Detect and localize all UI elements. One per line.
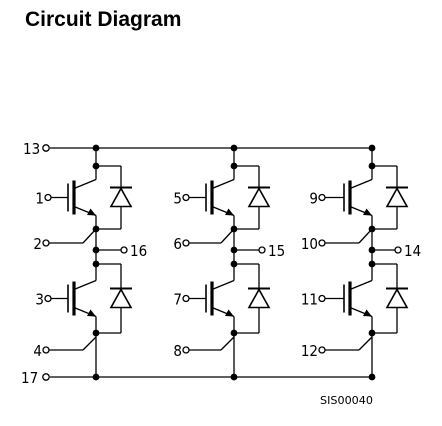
pin-13-terminal bbox=[42, 144, 50, 152]
phase-2-high-diode-triangle bbox=[247, 186, 271, 208]
phase-3-low-diode-triangle bbox=[385, 287, 409, 309]
phase-2-high-collector-diag bbox=[211, 178, 235, 190]
phase-3-low-sense-terminal bbox=[318, 346, 326, 354]
phase-2-high-top-junction bbox=[230, 162, 238, 170]
phase-1-low-sense-label: 4 bbox=[33, 342, 42, 360]
phase-3-sense-label: 10 bbox=[301, 235, 318, 253]
phase-1-low-collector-diag bbox=[73, 279, 97, 291]
phase-3-high-gate-label: 9 bbox=[309, 190, 318, 208]
phase-1-low-sense-terminal bbox=[42, 346, 50, 354]
phase-3-sense-terminal bbox=[318, 239, 326, 247]
phase-2-high-emitter-arrow bbox=[225, 208, 234, 216]
phase-1-low-gate-label: 3 bbox=[35, 291, 44, 309]
phase-3-output-label: 14 bbox=[404, 242, 421, 260]
phase-3-high-top-junction bbox=[368, 162, 376, 170]
phase-2-low-collector-diag bbox=[211, 279, 235, 291]
phase-2-low-sense-terminal bbox=[182, 346, 190, 354]
phase-3-sense-diag bbox=[358, 228, 373, 244]
phase-1-low-gate-terminal bbox=[44, 294, 52, 303]
phase-1-high-emitter-arrow bbox=[87, 208, 96, 216]
phase-1-sense-terminal bbox=[42, 239, 50, 247]
phase-1-output-label: 16 bbox=[130, 242, 147, 260]
phase-2-sense-terminal bbox=[182, 239, 190, 247]
phase-2-low-diode-triangle bbox=[247, 287, 271, 309]
phase-3-low-sense-diag bbox=[358, 336, 373, 351]
phase-1-high-collector-diag bbox=[73, 178, 97, 190]
phase-1-sense-label: 2 bbox=[33, 235, 42, 253]
phase-1-output-terminal bbox=[120, 246, 128, 254]
phase-3-output-terminal bbox=[394, 246, 402, 254]
phase-3-low-emitter-arrow bbox=[363, 309, 372, 317]
pin-17-label: 17 bbox=[21, 369, 38, 387]
phase-3-high-gate-terminal bbox=[318, 193, 326, 202]
phase-2-sense-label: 6 bbox=[173, 235, 182, 253]
phase-3-low-collector-diag bbox=[349, 279, 373, 291]
phase-1-sense-diag bbox=[82, 228, 97, 244]
page-title: Circuit Diagram bbox=[25, 8, 182, 31]
phase-3-high-diode-triangle bbox=[385, 186, 409, 208]
phase-1-high-gate-label: 1 bbox=[35, 190, 44, 208]
phase-3-low-gate-label: 11 bbox=[301, 291, 318, 309]
phase-2-low-gate-terminal bbox=[182, 294, 190, 303]
pin-17-terminal bbox=[42, 373, 50, 381]
phase-2-low-sense-diag bbox=[220, 336, 235, 351]
phase-2-output-label: 15 bbox=[268, 242, 285, 260]
drawing-code: SIS00040 bbox=[320, 394, 373, 407]
phase-1-low-diode-triangle bbox=[109, 287, 133, 309]
phase-2-sense-diag bbox=[220, 228, 235, 244]
phase-1-high-top-junction bbox=[92, 162, 100, 170]
phase-3-high-emitter-arrow bbox=[363, 208, 372, 216]
phase-2-high-gate-label: 5 bbox=[173, 190, 182, 208]
phase-2-high-gate-terminal bbox=[182, 193, 190, 202]
phase-1-low-emitter-arrow bbox=[87, 309, 96, 317]
phase-2-low-emitter-arrow bbox=[225, 309, 234, 317]
phase-2-low-gate-label: 7 bbox=[173, 291, 182, 309]
pin-13-label: 13 bbox=[23, 140, 40, 158]
phase-3-low-gate-terminal bbox=[318, 294, 326, 303]
phase-1-high-gate-terminal bbox=[44, 193, 52, 202]
phase-2-low-sense-label: 8 bbox=[173, 342, 182, 360]
phase-1-low-sense-diag bbox=[82, 336, 97, 351]
phase-1-high-diode-triangle bbox=[109, 186, 133, 208]
phase-2-output-terminal bbox=[258, 246, 266, 254]
phase-3-high-collector-diag bbox=[349, 178, 373, 190]
phase-3-low-sense-label: 12 bbox=[301, 342, 318, 360]
